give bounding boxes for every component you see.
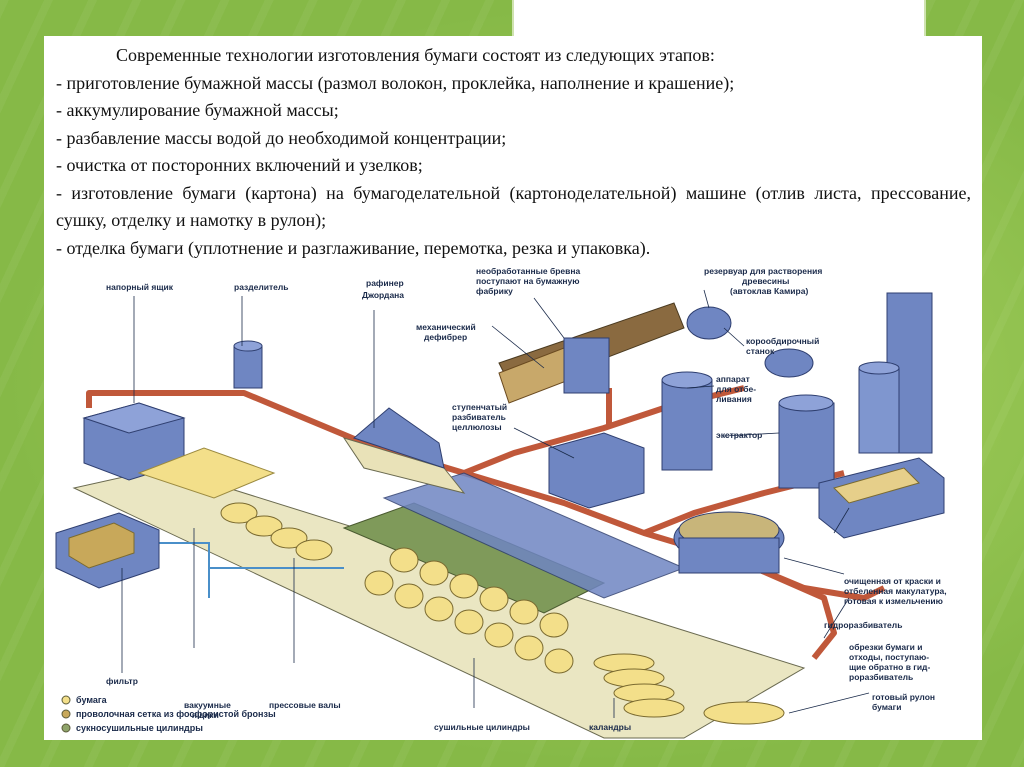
label-defibrator: дефибрер <box>424 332 467 342</box>
press-rolls <box>220 502 333 561</box>
label-pulper: разбиватель <box>452 412 506 422</box>
step-item: - приготовление бумажной массы (размол в… <box>56 72 735 93</box>
paper-machine-diagram: напорный ящик разделитель рафинер Джорда… <box>55 268 947 739</box>
label-trim: отходы, поступаю- <box>849 652 929 662</box>
label-pulper: целлюлозы <box>452 422 502 432</box>
legend-wire: проволочная сетка из фосфористой бронзы <box>76 709 276 719</box>
step-item: - изготовление бумаги (картона) на бумаг… <box>56 182 971 231</box>
label-roll: готовый рулон <box>872 692 935 702</box>
label-roll: бумаги <box>872 702 901 712</box>
label-defibrator: механический <box>416 322 476 332</box>
waste-paper-truck <box>818 457 945 539</box>
label-debarker: корообдирочный <box>746 336 819 346</box>
separator <box>233 340 263 389</box>
calenders <box>593 653 685 718</box>
debarker <box>686 306 814 378</box>
label-logs: поступают на бумажную <box>476 276 580 286</box>
extractor <box>778 394 835 489</box>
step-item: - очистка от посторонних включений и узе… <box>56 155 423 175</box>
diagram-labels: напорный ящик разделитель рафинер Джорда… <box>106 268 947 732</box>
label-kamyr: древесины <box>742 276 789 286</box>
intro-lead: Современные технологии изготовления бума… <box>116 45 715 65</box>
intro-text: Современные технологии изготовления бума… <box>56 42 971 262</box>
label-waste-paper: отбеленная макулатура, <box>844 586 947 596</box>
kamyr-digester <box>858 292 933 454</box>
label-bleach: ливания <box>716 394 752 404</box>
hydropulper <box>673 511 785 574</box>
label-waste-paper: очищенная от краски и <box>844 576 941 586</box>
label-separator: разделитель <box>234 282 289 292</box>
label-press: прессовые валы <box>269 700 341 710</box>
label-trim: роразбиватель <box>849 672 913 682</box>
label-kamyr: (автоклав Камира) <box>730 286 808 296</box>
step-item: - отделка бумаги (уплотнение и разглажив… <box>56 237 651 258</box>
label-bleach: для отбе- <box>716 384 756 394</box>
drying-cylinders <box>364 547 574 674</box>
label-calenders: каландры <box>589 722 631 732</box>
label-extractor: экстрактор <box>716 430 762 440</box>
water-pipes <box>159 542 344 598</box>
label-vacuum: ящики <box>192 710 219 720</box>
leader-lines <box>121 289 870 718</box>
label-vacuum: вакуумные <box>184 700 231 710</box>
label-kamyr: резервуар для растворения <box>704 268 822 276</box>
headbox <box>82 402 186 481</box>
legend-swatch-wire <box>61 709 71 719</box>
stepped-pulper <box>548 432 645 509</box>
legend-felt: сукносушильные цилиндры <box>76 723 203 733</box>
label-debarker: станок <box>746 346 775 356</box>
mechanical-defibrator <box>563 337 610 394</box>
label-trim: щие обратно в гид- <box>849 662 930 672</box>
legend: бумага проволочная сетка из фосфористой … <box>61 695 276 733</box>
label-waste-paper: готовая к измельчению <box>844 596 943 606</box>
wire-section <box>137 447 276 499</box>
step-item: - аккумулирование бумажной массы; <box>56 100 339 120</box>
step-item: - разбавление массы водой до необходимой… <box>56 127 507 148</box>
slide: Современные технологии изготовления бума… <box>44 36 982 740</box>
label-trim: обрезки бумаги и <box>849 642 922 652</box>
finished-roll <box>703 701 785 725</box>
label-refiner: рафинер <box>366 278 404 288</box>
label-bleach: аппарат <box>716 374 750 384</box>
top-band <box>512 0 926 38</box>
legend-paper: бумага <box>76 695 108 705</box>
bleaching-apparatus <box>661 371 713 471</box>
label-logs: фабрику <box>476 286 513 296</box>
label-headbox: напорный ящик <box>106 282 174 292</box>
label-dryers: сушильные цилиндры <box>434 722 530 732</box>
label-refiner: Джордана <box>362 290 404 300</box>
label-filter: фильтр <box>106 676 138 686</box>
label-pulper: ступенчатый <box>452 402 507 412</box>
jordan-refiner <box>342 407 466 494</box>
label-hydropulper: гидроразбиватель <box>824 620 902 630</box>
filter <box>55 512 160 589</box>
legend-swatch-felt <box>61 723 71 733</box>
legend-swatch-paper <box>61 695 71 705</box>
label-logs: необработанные бревна <box>476 268 580 276</box>
